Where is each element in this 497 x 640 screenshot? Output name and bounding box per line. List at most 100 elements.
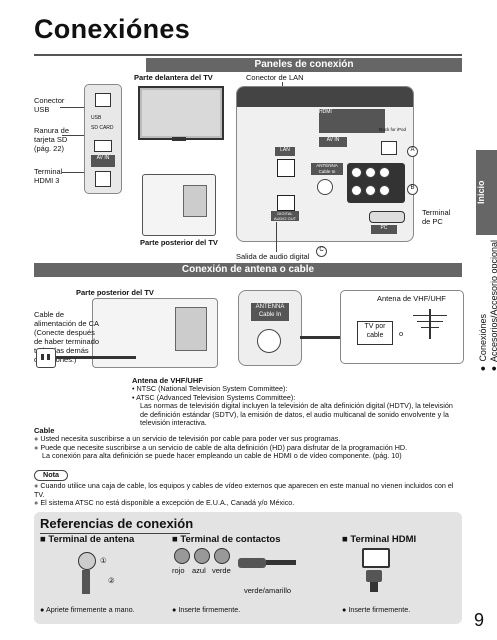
page-title: Conexiónes [34, 14, 191, 44]
antenna-input-icon[interactable] [257, 329, 281, 353]
jack-icon [174, 548, 190, 564]
hdmi-port-icon [95, 171, 111, 187]
vhf-notes-title: Antena de VHF/UHF [132, 376, 203, 385]
cable-item-2: Puede que necesite suscribirse a un serv… [40, 442, 408, 452]
component-jack[interactable] [379, 185, 390, 196]
rca-plug-icon [238, 548, 298, 584]
lan-port-icon[interactable] [277, 159, 295, 177]
hdmi-terminal-caption: ● Inserte firmemente. [342, 605, 411, 614]
references-box [34, 512, 462, 624]
side-tab[interactable] [476, 150, 497, 235]
dock-port-icon[interactable] [381, 141, 397, 155]
sd-port-label: SD CARD [91, 125, 114, 131]
digital-audio-leader [276, 222, 277, 252]
contact-terminal-title: ■ Terminal de contactos [172, 534, 281, 545]
references-rule [40, 533, 190, 534]
cable-tv-box: TV por cable [357, 321, 393, 345]
page-number: 9 [474, 610, 485, 630]
vhf-note-atsc: • ATSC (Advanced Television Systems Comm… [132, 392, 296, 402]
power-cable [56, 356, 136, 359]
cable-section: Cable ● Usted necesita suscribirse a un … [34, 426, 462, 461]
digital-audio-label: Salida de audio digital [236, 252, 310, 261]
sd-slot-icon [94, 140, 112, 152]
antenna-header: Conexión de antena o cable [34, 263, 462, 277]
usb-port-icon [95, 93, 111, 107]
hdmi-socket-icon [362, 548, 390, 568]
cable-title: Cable [34, 426, 55, 435]
lan-connector-label: Conector de LAN [246, 73, 304, 82]
component-jack[interactable] [379, 167, 390, 178]
vhf-note-description: Las normas de televisión digital incluye… [140, 401, 453, 428]
dock-label: Dock for iPod [379, 127, 407, 132]
antenna-terminal-title: ■ Terminal de antena [40, 534, 135, 545]
component-jack[interactable] [351, 167, 362, 178]
cable-item-3: La conexión para alta definición se pued… [42, 451, 402, 461]
antenna-port-icon[interactable] [317, 179, 333, 195]
marker-c: C [316, 246, 327, 257]
component-jack[interactable] [351, 185, 362, 196]
tv-stand [172, 137, 186, 141]
component-ports [347, 163, 405, 203]
rear-tv-label: Parte posterior del TV [140, 238, 218, 247]
antenna-source-box: Antena de VHF/UHF TV por cable o [340, 290, 464, 364]
vhf-uhf-antenna-label: Antena de VHF/UHF [377, 294, 446, 303]
ac-outlet-icon [36, 348, 56, 368]
cable-item-1: Usted necesita suscribirse a un servicio… [40, 434, 341, 443]
component-jack[interactable] [365, 167, 376, 178]
side-nav-item-conexiones[interactable]: ● Conexiónes [478, 314, 488, 375]
hdmi-leader [62, 172, 90, 173]
marker-a: A [407, 146, 418, 157]
note-section: Nota ● Cuando utilice una caja de cable,… [34, 470, 454, 508]
digital-out-port-icon[interactable] [277, 195, 295, 211]
front-tv-illustration [138, 86, 224, 140]
pc-port-label: PC [371, 225, 397, 234]
title-rule [34, 54, 462, 56]
color-red: rojo [172, 566, 185, 575]
note-item-1: Cuando utilice una caja de cable, los eq… [34, 481, 454, 499]
antenna-cable [300, 336, 352, 339]
av-in-rear-label: AV IN [319, 137, 347, 147]
hdmi-av-block: HDMI [319, 109, 385, 133]
or-label: o [399, 329, 404, 338]
antenna-port-panel: ANTENNA Cable In [238, 290, 302, 366]
jack-icon [214, 548, 230, 564]
side-tab-label: Inicio [476, 180, 486, 205]
antenna-icon [413, 309, 449, 339]
side-nav-item-accesorios[interactable]: ● Accesorios/Accesorio opcional [489, 240, 497, 375]
antenna-connector-icon [70, 552, 106, 596]
antenna-step-2: ② [108, 576, 115, 585]
component-jack[interactable] [365, 185, 376, 196]
av-in-block: AV IN [91, 155, 115, 167]
usb-port-label: USB [91, 115, 102, 121]
references-title: Referencias de conexión [40, 516, 194, 531]
front-side-panel: USB SD CARD AV IN [84, 84, 122, 194]
usb-label: Conector USB [34, 96, 65, 114]
side-nav: ● Conexiónes ● Accesorios/Accesorio opci… [478, 240, 497, 374]
color-green: verde [212, 566, 231, 575]
antenna-rear-tv-label: Parte posterior del TV [76, 288, 154, 297]
hdmi-plug-icon [366, 570, 386, 592]
panels-header: Paneles de conexión [146, 58, 462, 72]
usb-leader [60, 107, 90, 108]
vhf-notes: Antena de VHF/UHF • NTSC (National Telev… [132, 376, 462, 428]
pc-port-icon[interactable] [369, 211, 405, 223]
antenna-port-label: ANTENNA Cable In [311, 163, 343, 175]
rear-tv-illustration [142, 174, 216, 236]
vhf-note-ntsc: • NTSC (National Television System Commi… [132, 384, 288, 393]
hdmi3-label: Terminal HDMI 3 [34, 167, 63, 185]
contact-terminal-caption: ● Inserte firmemente. [172, 605, 241, 614]
front-tv-label: Parte delantera del TV [134, 73, 213, 82]
note-label: Nota [34, 470, 68, 481]
marker-b: B [407, 184, 418, 195]
sd-slot-label: Ranura de tarjeta SD (pág. 22) [34, 126, 70, 153]
hdmi-block-label: HDMI [319, 109, 332, 115]
rear-panel: LAN ANTENNA Cable In DIGITAL AUDIO OUT H… [236, 86, 414, 242]
note-item-2: El sistema ATSC no está disponible a exc… [40, 498, 295, 508]
hdmi-terminal-title: ■ Terminal HDMI [342, 534, 417, 545]
color-blue: azul [192, 566, 206, 575]
jack-icon [194, 548, 210, 564]
antenna-terminal-caption: ● Apriete firmemente a mano. [40, 605, 135, 614]
green-yellow-label: verde/amarillo [244, 586, 292, 595]
antenna-port-big-label: ANTENNA Cable In [251, 303, 289, 321]
lan-port-label: LAN [275, 147, 295, 156]
